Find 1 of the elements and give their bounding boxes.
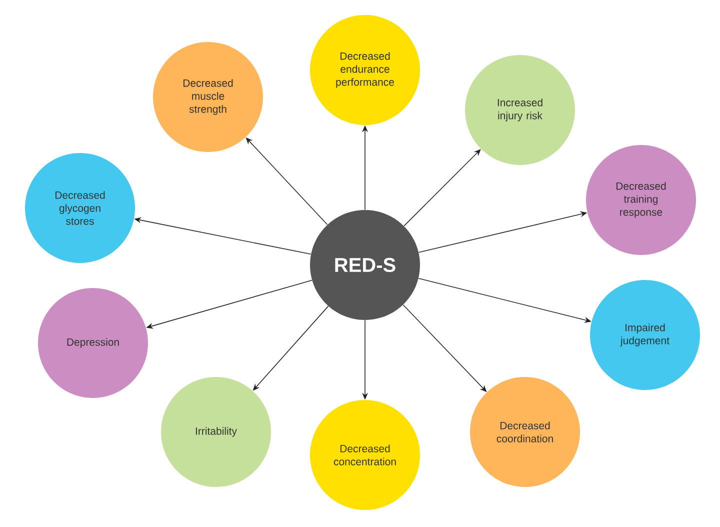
arrow — [404, 149, 481, 226]
